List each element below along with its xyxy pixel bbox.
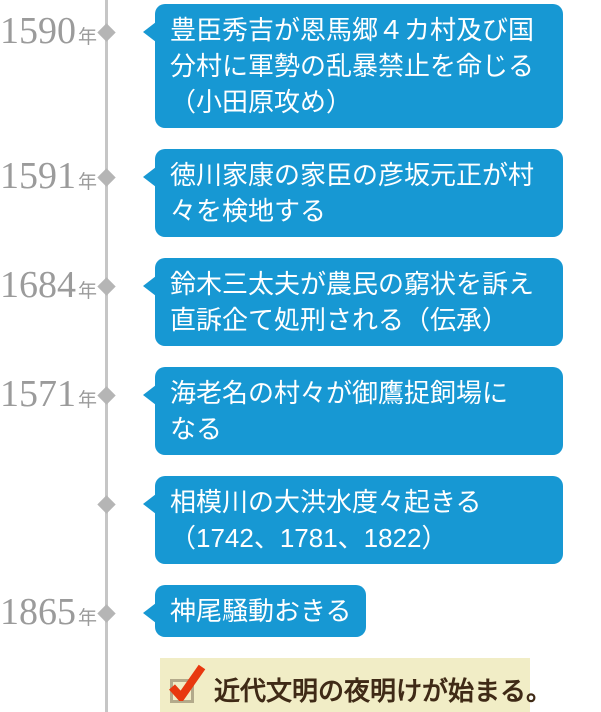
bubble-tail (143, 22, 156, 42)
year-value: 1865 (0, 591, 76, 633)
bubble-tail (143, 603, 156, 623)
note-banner: 近代文明の夜明けが始まる。 (160, 658, 552, 712)
year-value: 1591 (0, 155, 76, 197)
timeline-axis (105, 0, 108, 712)
diamond-marker-icon (97, 604, 116, 623)
event-bubble: 豊臣秀吉が恩馬郷４カ村及び国 分村に軍勢の乱暴禁止を命じる （小田原攻め） (155, 4, 563, 128)
year-suffix: 年 (78, 390, 98, 411)
bubble-tail (143, 167, 156, 187)
event-bubble: 海老名の村々が御鷹捉飼場に なる (155, 367, 563, 455)
diamond-marker-icon (97, 23, 116, 42)
event-text: 鈴木三太夫が農民の窮状を訴え 直訴企て処刑される（伝承） (170, 269, 535, 335)
timeline-row: 相模川の大洪水度々起きる （1742、1781、1822） (0, 476, 601, 564)
year-label (0, 484, 94, 529)
checkbox-checked-icon (168, 664, 206, 703)
diamond-marker-icon (97, 277, 116, 296)
event-bubble: 神尾騒動おきる (155, 585, 367, 637)
year-value: 1684 (0, 264, 76, 306)
year-suffix: 年 (78, 608, 98, 629)
year-value: 1590 (0, 10, 76, 52)
diamond-marker-icon (97, 386, 116, 405)
year-suffix: 年 (78, 27, 98, 48)
event-text: 徳川家康の家臣の彦坂元正が村 々を検地する (170, 160, 535, 226)
event-text: 神尾騒動おきる (170, 596, 352, 626)
bubble-tail (143, 494, 156, 514)
checkmark-icon (169, 664, 206, 701)
event-bubble: 相模川の大洪水度々起きる （1742、1781、1822） (155, 476, 563, 564)
bubble-tail (143, 276, 156, 296)
year-suffix: 年 (78, 172, 98, 193)
year-suffix: 年 (78, 281, 98, 302)
event-text: 海老名の村々が御鷹捉飼場に なる (170, 378, 509, 444)
event-bubble: 鈴木三太夫が農民の窮状を訴え 直訴企て処刑される（伝承） (155, 258, 563, 346)
diamond-marker-icon (97, 168, 116, 187)
event-text: 相模川の大洪水度々起きる （1742、1781、1822） (170, 487, 482, 553)
year-value: 1571 (0, 373, 76, 415)
diamond-marker-icon (97, 495, 116, 514)
bubble-tail (143, 385, 156, 405)
event-bubble: 徳川家康の家臣の彦坂元正が村 々を検地する (155, 149, 563, 237)
event-text: 豊臣秀吉が恩馬郷４カ村及び国 分村に軍勢の乱暴禁止を命じる （小田原攻め） (170, 15, 535, 117)
note-text: 近代文明の夜明けが始まる。 (214, 675, 553, 706)
